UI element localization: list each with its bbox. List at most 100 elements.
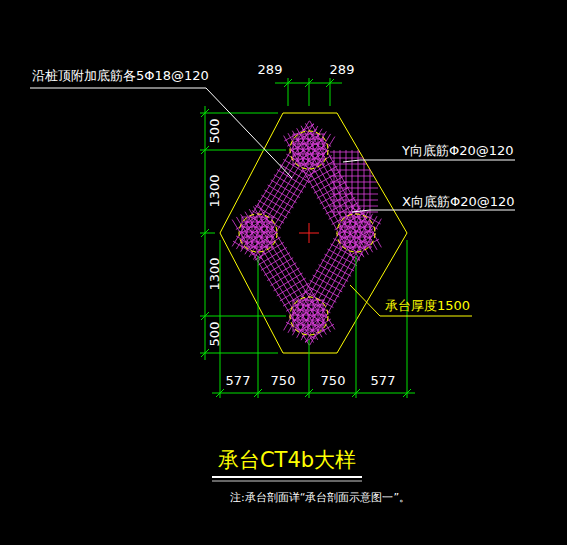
rebar-stroke xyxy=(293,315,325,316)
rebar-stroke xyxy=(297,128,369,255)
dimension: 750 xyxy=(321,374,346,388)
rebar-stroke xyxy=(340,232,372,233)
rebar-stroke xyxy=(340,247,372,248)
drawing-title: 承台CT4b大样 xyxy=(218,449,356,472)
rebar-stroke xyxy=(284,124,314,141)
rebar-stroke xyxy=(330,164,378,165)
rebar-stroke xyxy=(257,217,258,249)
rebar-stroke xyxy=(274,273,303,291)
rebar-stroke xyxy=(298,134,299,166)
rebar-stroke xyxy=(293,149,325,150)
rebar-stroke xyxy=(303,300,304,332)
pile-circles xyxy=(239,131,375,335)
rebar-stroke xyxy=(330,158,378,159)
rebar-stroke xyxy=(288,206,360,333)
cap-outline xyxy=(220,113,407,353)
rebar-stroke xyxy=(253,134,330,260)
rebar-stroke xyxy=(293,159,325,160)
rebar-note: 沿桩顶附加底筋各5Φ18@120 xyxy=(32,69,209,83)
rebar-stroke xyxy=(268,185,297,203)
rebar-stroke xyxy=(292,304,321,322)
dimension-lines xyxy=(200,78,415,398)
rebar-stroke xyxy=(313,300,314,332)
rebar-stroke xyxy=(310,219,382,346)
rebar-stroke xyxy=(323,134,324,166)
dimension: 500 xyxy=(208,322,222,347)
rebar-stroke xyxy=(340,237,372,238)
rebar-note: X向底筋Φ20@120 xyxy=(402,195,515,209)
rebar-note: Y向底筋Φ20@120 xyxy=(402,144,514,158)
rebar-stroke xyxy=(270,268,299,286)
rebar-stroke xyxy=(293,320,325,321)
rebar-stroke xyxy=(330,194,378,195)
rebar-stroke xyxy=(247,217,248,249)
rebar-stroke xyxy=(321,259,351,276)
rebar-stroke xyxy=(313,275,343,292)
rebar-stroke xyxy=(345,217,346,249)
rebar-stroke xyxy=(305,324,334,342)
rebar-stroke xyxy=(262,217,263,249)
rebar-stroke xyxy=(360,217,361,249)
rebar-stroke xyxy=(293,310,325,311)
rebar-stroke xyxy=(311,171,341,188)
rebar-stroke xyxy=(317,182,347,199)
dimension: 577 xyxy=(371,374,396,388)
rebar-stroke xyxy=(236,236,265,254)
dimension: 289 xyxy=(258,63,283,77)
rebar-stroke xyxy=(318,300,319,332)
rebar-stroke xyxy=(271,180,300,198)
rebar-stroke xyxy=(298,300,299,332)
rebar-stroke xyxy=(314,176,344,193)
rebar-stroke xyxy=(277,170,306,188)
drawing-note: 注:承台剖面详“承台剖面示意图一”。 xyxy=(230,492,410,504)
rebar-stroke xyxy=(319,265,349,282)
dimension: 1300 xyxy=(208,174,222,207)
leader-line xyxy=(350,285,472,316)
title-underline xyxy=(212,477,362,481)
rebar-stroke xyxy=(232,121,309,247)
rebar-stroke xyxy=(305,123,377,250)
rebar-stroke xyxy=(330,152,378,153)
rebar-stroke xyxy=(293,164,325,165)
rebar-lines xyxy=(232,121,381,345)
rebar-stroke xyxy=(365,217,366,249)
rebar-stroke xyxy=(267,263,296,281)
rebar-stroke xyxy=(320,187,350,204)
rebar-stroke xyxy=(318,134,319,166)
rebar-stroke xyxy=(267,217,268,249)
dimension: 500 xyxy=(208,119,222,144)
rebar-stroke xyxy=(350,217,351,249)
thickness-note: 承台厚度1500 xyxy=(385,299,470,313)
rebar-stroke xyxy=(293,325,325,326)
rebar-stroke xyxy=(261,195,290,213)
rebar-stroke xyxy=(261,253,290,271)
rebar-stroke xyxy=(249,216,278,234)
rebar-stroke xyxy=(302,319,331,337)
dimension: 750 xyxy=(271,374,296,388)
rebar-stroke xyxy=(236,217,313,343)
rebar-stroke xyxy=(274,175,303,193)
rebar-stroke xyxy=(242,232,274,233)
rebar-stroke xyxy=(370,217,371,249)
rebar-stroke xyxy=(296,309,325,327)
rebar-stroke xyxy=(272,217,273,249)
rebar-stroke xyxy=(246,221,275,239)
leader-lines xyxy=(30,88,515,212)
rebar-stroke xyxy=(330,182,378,183)
rebar-stroke xyxy=(355,217,356,249)
center-mark xyxy=(299,223,319,243)
rebar-stroke xyxy=(330,200,378,201)
rebar-stroke xyxy=(239,231,268,249)
rebar-stroke xyxy=(330,188,378,189)
rebar-stroke xyxy=(324,254,354,271)
rebar-stroke xyxy=(330,176,378,177)
rebar-stroke xyxy=(303,134,304,166)
rebar-stroke xyxy=(313,134,314,166)
rebar-stroke xyxy=(264,258,293,276)
rebar-stroke xyxy=(308,134,309,166)
rebar-stroke xyxy=(293,330,325,331)
rebar-stroke xyxy=(308,300,309,332)
rebar-stroke xyxy=(242,237,274,238)
rebar-stroke xyxy=(280,283,309,301)
dimension: 577 xyxy=(226,374,251,388)
